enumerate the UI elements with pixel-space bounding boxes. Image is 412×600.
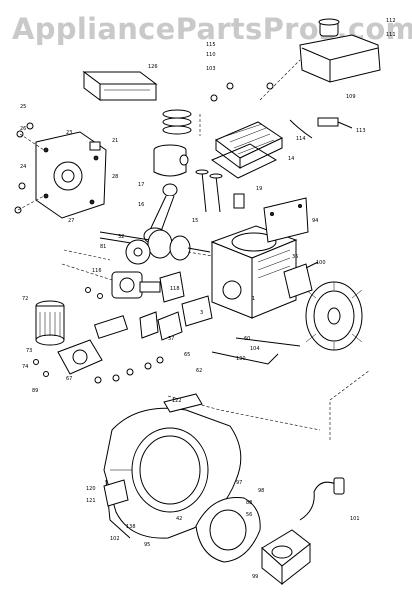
part-label: 113 [356,128,366,134]
rewind-starter [261,477,345,586]
part-label: 89 [32,388,38,394]
part-label: 74 [22,364,28,370]
part-label: 16 [138,202,144,208]
part-labels: 126 112 111 115 110 103 109 113 114 25 2… [20,18,396,580]
part-label: 88 [246,500,252,506]
part-label: 14 [288,156,294,162]
crankshaft [99,229,211,261]
part-label: 126 [148,64,158,70]
part-label: 104 [250,346,260,352]
flywheel [305,281,363,351]
side-plate [103,479,129,507]
part-label: 3 [200,310,203,316]
starter-ring [195,497,261,563]
fuel-tank [299,18,381,83]
cylinder-head [210,121,284,179]
part-label: 138 [126,524,136,530]
part-label: 97 [236,480,242,486]
part-label: 56 [246,512,252,518]
part-label: 42 [176,516,182,522]
part-label: 19 [256,186,262,192]
part-label: 1 [252,296,255,302]
small-hardware [33,82,274,384]
part-label: 121 [86,498,96,504]
part-label: 122 [172,398,182,404]
part-label: 118 [170,286,180,292]
part-label: 28 [112,174,118,180]
part-label: 35 [292,254,298,260]
part-label: 37 [168,336,174,342]
piston [153,144,189,177]
part-label: 67 [66,376,72,382]
carburetor [111,271,185,303]
part-label: 60 [244,336,250,342]
part-label: 21 [112,138,118,144]
part-label: 116 [92,268,102,274]
breather-plate [263,197,309,243]
part-label: 23 [66,130,72,136]
part-label: 120 [86,486,96,492]
part-label: 94 [312,218,318,224]
ignition-coil [283,261,319,299]
part-label: 114 [296,136,306,142]
part-label: 27 [68,218,74,224]
part-label: 73 [26,348,32,354]
left-fasteners [14,122,45,214]
part-label: 130 [236,356,246,362]
part-label: 115 [206,42,216,48]
linkage [211,337,301,365]
blower-housing [103,407,242,539]
fuel-line [289,117,353,139]
part-label: 65 [184,352,190,358]
part-label: 25 [20,104,26,110]
part-label: 62 [196,368,202,374]
part-label: 112 [386,18,396,24]
part-label: 17 [138,182,144,188]
engine-block [210,225,298,319]
part-label: 26 [20,126,26,132]
gasket-kit-box [82,71,158,101]
part-label: 102 [110,536,120,542]
part-label: 100 [316,260,326,266]
intake-gaskets [139,295,213,341]
part-label: 32 [118,234,124,240]
piston-rings [162,109,192,135]
part-label: 72 [22,296,28,302]
camshaft-gear [125,239,151,265]
part-label: 98 [258,488,264,494]
part-label: 110 [206,52,216,58]
part-label: 103 [206,66,216,72]
crankcase-cover [35,131,107,219]
carb-lower [57,315,129,375]
part-label: 81 [100,244,106,250]
part-label: 99 [252,574,258,580]
part-label: 24 [20,164,26,170]
valves [195,169,245,213]
air-filter [35,300,65,346]
part-label: 95 [144,542,150,548]
part-label: 111 [386,32,396,38]
part-label: 15 [192,218,198,224]
part-label: 101 [350,516,360,522]
deflector-plate [163,393,203,413]
part-label: 109 [346,94,356,100]
